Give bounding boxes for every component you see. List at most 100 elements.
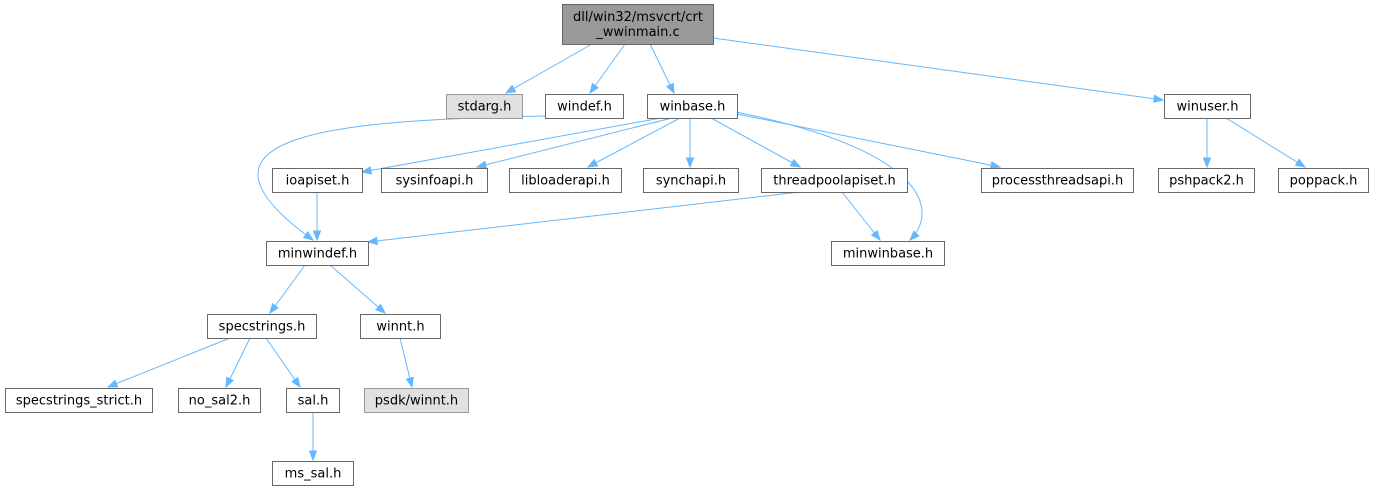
edge-winuser-to-poppack: [1225, 117, 1307, 168]
node-label: ms_sal.h: [285, 467, 342, 482]
node-psdk-winnt[interactable]: psdk/winnt.h: [364, 388, 469, 413]
nodes-layer: dll/win32/msvcrt/crt_wwinmain.c stdarg.h w…: [5, 4, 1369, 486]
edge-winbase-to-threadpoolapiset-arrowhead: [789, 158, 802, 168]
edge-minwindef-to-winnt-arrowhead: [375, 303, 387, 314]
node-stdarg[interactable]: stdarg.h: [446, 94, 523, 119]
node-label: sysinfoapi.h: [396, 174, 474, 189]
node-label: windef.h: [557, 100, 612, 115]
node-box: [831, 241, 945, 266]
edge-specstrings-to-specstrings-strict: [106, 337, 231, 388]
node-minwinbase[interactable]: minwinbase.h: [831, 241, 945, 266]
node-poppack[interactable]: poppack.h: [1278, 168, 1369, 193]
edge-minwindef-to-winnt-line: [329, 264, 386, 314]
node-synchapi[interactable]: synchapi.h: [643, 168, 739, 193]
node-minwindef[interactable]: minwindef.h: [266, 241, 369, 266]
edge-specstrings-to-no-sal2: [225, 337, 251, 389]
node-box: [545, 94, 624, 119]
edge-root-to-stdarg-arrowhead: [504, 84, 517, 94]
node-box: [286, 388, 340, 413]
node-box: [272, 168, 363, 193]
edge-winbase-to-processthreadsapi: [736, 113, 1002, 170]
edge-root-to-stdarg: [504, 43, 593, 94]
edge-ioapiset-to-minwindef-arrowhead: [312, 230, 322, 242]
edge-threadpoolapiset-to-minwinbase: [841, 191, 881, 242]
edge-specstrings-to-specstrings-strict-arrowhead: [106, 379, 119, 388]
node-box: [360, 314, 441, 339]
node-box: [1158, 168, 1255, 193]
edge-winbase-to-libloaderapi-line: [587, 117, 681, 168]
edge-winbase-to-threadpoolapiset: [710, 117, 802, 168]
edge-winbase-to-threadpoolapiset-line: [710, 117, 801, 168]
node-box: [643, 168, 739, 193]
node-winuser[interactable]: winuser.h: [1164, 94, 1251, 119]
edge-root-to-winuser-arrowhead: [1153, 94, 1165, 103]
node-label: stdarg.h: [458, 100, 512, 115]
edge-winbase-to-ioapiset: [360, 117, 662, 175]
edge-threadpoolapiset-to-minwindef: [366, 191, 801, 246]
edge-winbase-to-sysinfoapi-arrowhead: [475, 160, 488, 169]
node-label: poppack.h: [1290, 174, 1358, 189]
node-box: [761, 168, 908, 193]
edge-winnt-to-psdk-winnt: [399, 337, 414, 389]
node-winnt[interactable]: winnt.h: [360, 314, 441, 339]
edge-minwindef-to-specstrings-arrowhead: [269, 302, 280, 315]
node-specstrings[interactable]: specstrings.h: [207, 314, 317, 339]
edge-winbase-to-synchapi: [685, 118, 695, 169]
node-pshpack2[interactable]: pshpack2.h: [1158, 168, 1255, 193]
edge-specstrings-to-specstrings-strict-line: [107, 337, 231, 388]
node-ioapiset[interactable]: ioapiset.h: [272, 168, 363, 193]
node-label: winuser.h: [1176, 100, 1238, 115]
node-label: pshpack2.h: [1169, 174, 1244, 189]
node-label: threadpoolapiset.h: [773, 174, 895, 189]
node-box: [1164, 94, 1251, 119]
edge-threadpoolapiset-to-minwindef-line: [367, 191, 801, 243]
node-specstrings-strict[interactable]: specstrings_strict.h: [5, 388, 153, 413]
node-box: [647, 94, 738, 119]
node-ms-sal[interactable]: ms_sal.h: [272, 461, 354, 486]
node-windef[interactable]: windef.h: [545, 94, 624, 119]
edge-winuser-to-pshpack2-arrowhead: [1202, 157, 1212, 169]
node-root[interactable]: dll/win32/msvcrt/crt_wwinmain.c: [562, 4, 714, 45]
node-label: winnt.h: [376, 320, 424, 335]
edge-winbase-to-sysinfoapi-line: [476, 117, 673, 168]
node-box: [5, 388, 153, 413]
edge-specstrings-to-sal: [265, 337, 301, 389]
node-box: [272, 461, 354, 486]
edge-minwindef-to-winnt: [329, 264, 387, 314]
edge-winbase-to-minwinbase-arrowhead: [909, 230, 920, 241]
node-libloaderapi[interactable]: libloaderapi.h: [509, 168, 622, 193]
edge-root-to-winbase: [649, 43, 675, 95]
node-winbase[interactable]: winbase.h: [647, 94, 738, 119]
edge-minwindef-to-specstrings: [269, 264, 306, 315]
node-label: minwinbase.h: [843, 247, 933, 262]
edge-winbase-to-processthreadsapi-line: [736, 113, 1001, 168]
node-label: dll/win32/msvcrt/crt: [573, 10, 703, 25]
node-label: specstrings_strict.h: [16, 394, 142, 409]
edge-root-to-winbase-arrowhead: [666, 82, 675, 95]
node-sysinfoapi[interactable]: sysinfoapi.h: [381, 168, 488, 193]
node-sal[interactable]: sal.h: [286, 388, 340, 413]
node-threadpoolapiset[interactable]: threadpoolapiset.h: [761, 168, 908, 193]
node-box: [266, 241, 369, 266]
node-processthreadsapi[interactable]: processthreadsapi.h: [981, 168, 1134, 193]
edge-threadpoolapiset-to-minwindef-arrowhead: [366, 236, 378, 246]
edge-root-to-winuser: [712, 37, 1165, 103]
node-no-sal2[interactable]: no_sal2.h: [178, 388, 261, 413]
node-label: libloaderapi.h: [521, 174, 610, 189]
edge-winbase-to-synchapi-arrowhead: [685, 157, 695, 169]
edge-winuser-to-pshpack2: [1202, 118, 1212, 169]
node-label: sal.h: [298, 394, 329, 409]
edge-winbase-to-ioapiset-line: [361, 117, 662, 173]
edge-root-to-stdarg-line: [505, 43, 593, 94]
edge-winbase-to-libloaderapi: [586, 117, 681, 168]
edge-winbase-to-ioapiset-arrowhead: [360, 166, 373, 175]
node-box: [364, 388, 469, 413]
edge-minwindef-to-specstrings-line: [269, 264, 306, 314]
node-box: [178, 388, 261, 413]
node-box: [1278, 168, 1369, 193]
edge-winnt-to-psdk-winnt-arrowhead: [405, 376, 414, 389]
edge-root-to-winuser-line: [712, 37, 1164, 101]
edge-windef-to-minwindef-arrowhead: [302, 231, 315, 241]
edge-threadpoolapiset-to-minwinbase-line: [841, 191, 881, 241]
